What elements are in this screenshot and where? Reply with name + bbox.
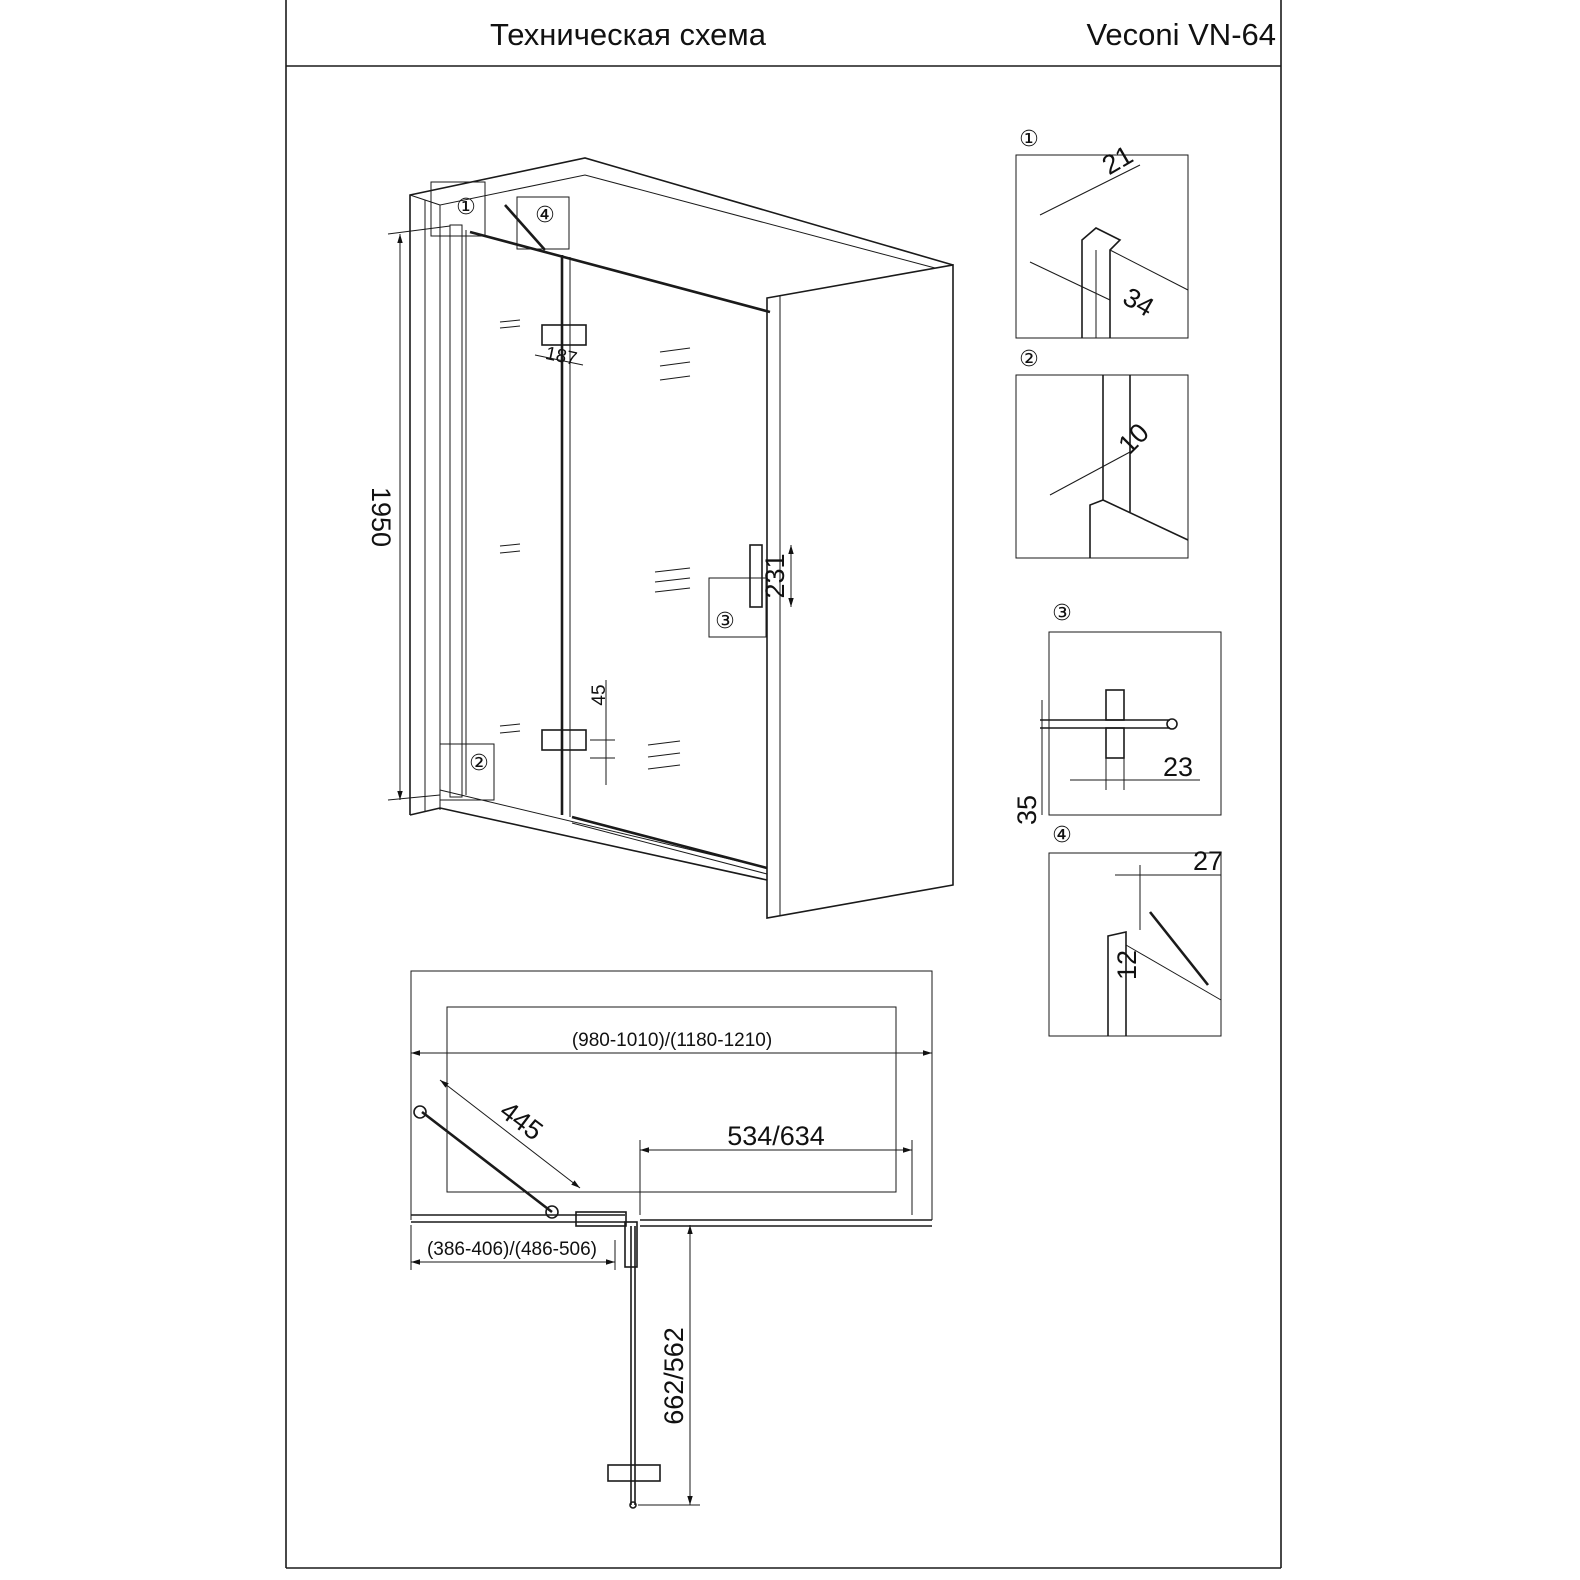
detail-4 bbox=[1048, 852, 1222, 1037]
detail-3-callout: ③ bbox=[1052, 601, 1072, 626]
fixed-panel-label: (386-406)/(486-506) bbox=[427, 1239, 597, 1260]
height-label: 1950 bbox=[366, 487, 396, 547]
isometric-view bbox=[409, 157, 954, 919]
hinge-dim-line bbox=[534, 354, 584, 366]
brace-dim-line bbox=[439, 1079, 581, 1189]
detail-2-callout: ② bbox=[1019, 347, 1039, 372]
detail-2 bbox=[1015, 374, 1189, 559]
detail-4-dim-b: 12 bbox=[1112, 950, 1142, 980]
door-opening-label: 534/634 bbox=[727, 1121, 825, 1151]
hinge-width-label: 187 bbox=[543, 343, 578, 370]
sheet-frame bbox=[285, 0, 1282, 1569]
detail-3 bbox=[1040, 631, 1222, 816]
height-dimension bbox=[387, 225, 451, 801]
detail-1-dim-b: 34 bbox=[1118, 282, 1159, 323]
detail-3-dim-b: 35 bbox=[1012, 795, 1042, 825]
detail-1 bbox=[1015, 154, 1189, 339]
callout-2: ② bbox=[469, 751, 489, 776]
detail-4-callout: ④ bbox=[1052, 823, 1072, 848]
callout-1: ① bbox=[456, 195, 476, 220]
detail-3-dim-a: 23 bbox=[1163, 752, 1193, 782]
callout-4: ④ bbox=[535, 203, 555, 228]
hinge-offset-label: 45 bbox=[589, 684, 610, 705]
callout-3: ③ bbox=[715, 609, 735, 634]
detail-4-dim-a: 27 bbox=[1193, 846, 1223, 876]
brace-length-label: 445 bbox=[494, 1095, 548, 1146]
detail-1-callout: ① bbox=[1019, 127, 1039, 152]
sheet-title: Техническая схема bbox=[490, 17, 767, 52]
door-swing-label: 662/562 bbox=[659, 1327, 689, 1425]
model-name: Veconi VN-64 bbox=[1086, 17, 1276, 52]
detail-1-dim-a: 21 bbox=[1097, 140, 1138, 181]
handle-height-label: 231 bbox=[760, 553, 790, 598]
total-width-label: (980-1010)/(1180-1210) bbox=[572, 1030, 772, 1051]
detail-2-dim-a: 10 bbox=[1112, 417, 1154, 459]
